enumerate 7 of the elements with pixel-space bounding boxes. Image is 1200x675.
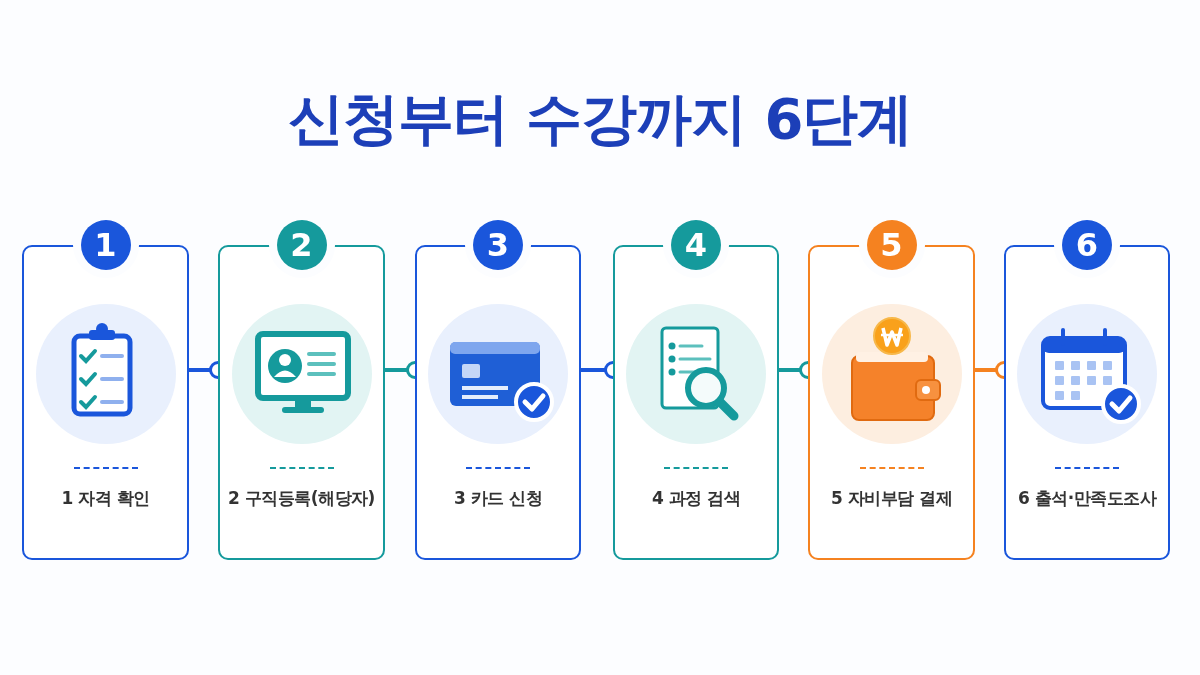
step-label: 4 과정 검색: [650, 487, 742, 510]
step-label: 5 자비부담 결제: [829, 487, 954, 510]
step-label: 2 구직등록(해당자): [227, 487, 376, 510]
step-label: 6 출석·만족도조사: [1016, 487, 1158, 510]
step-label: 1 자격 확인: [60, 487, 151, 510]
step-label: 3 카드 신청: [452, 487, 544, 510]
title: 신청부터 수강까지 6단계: [286, 85, 914, 153]
